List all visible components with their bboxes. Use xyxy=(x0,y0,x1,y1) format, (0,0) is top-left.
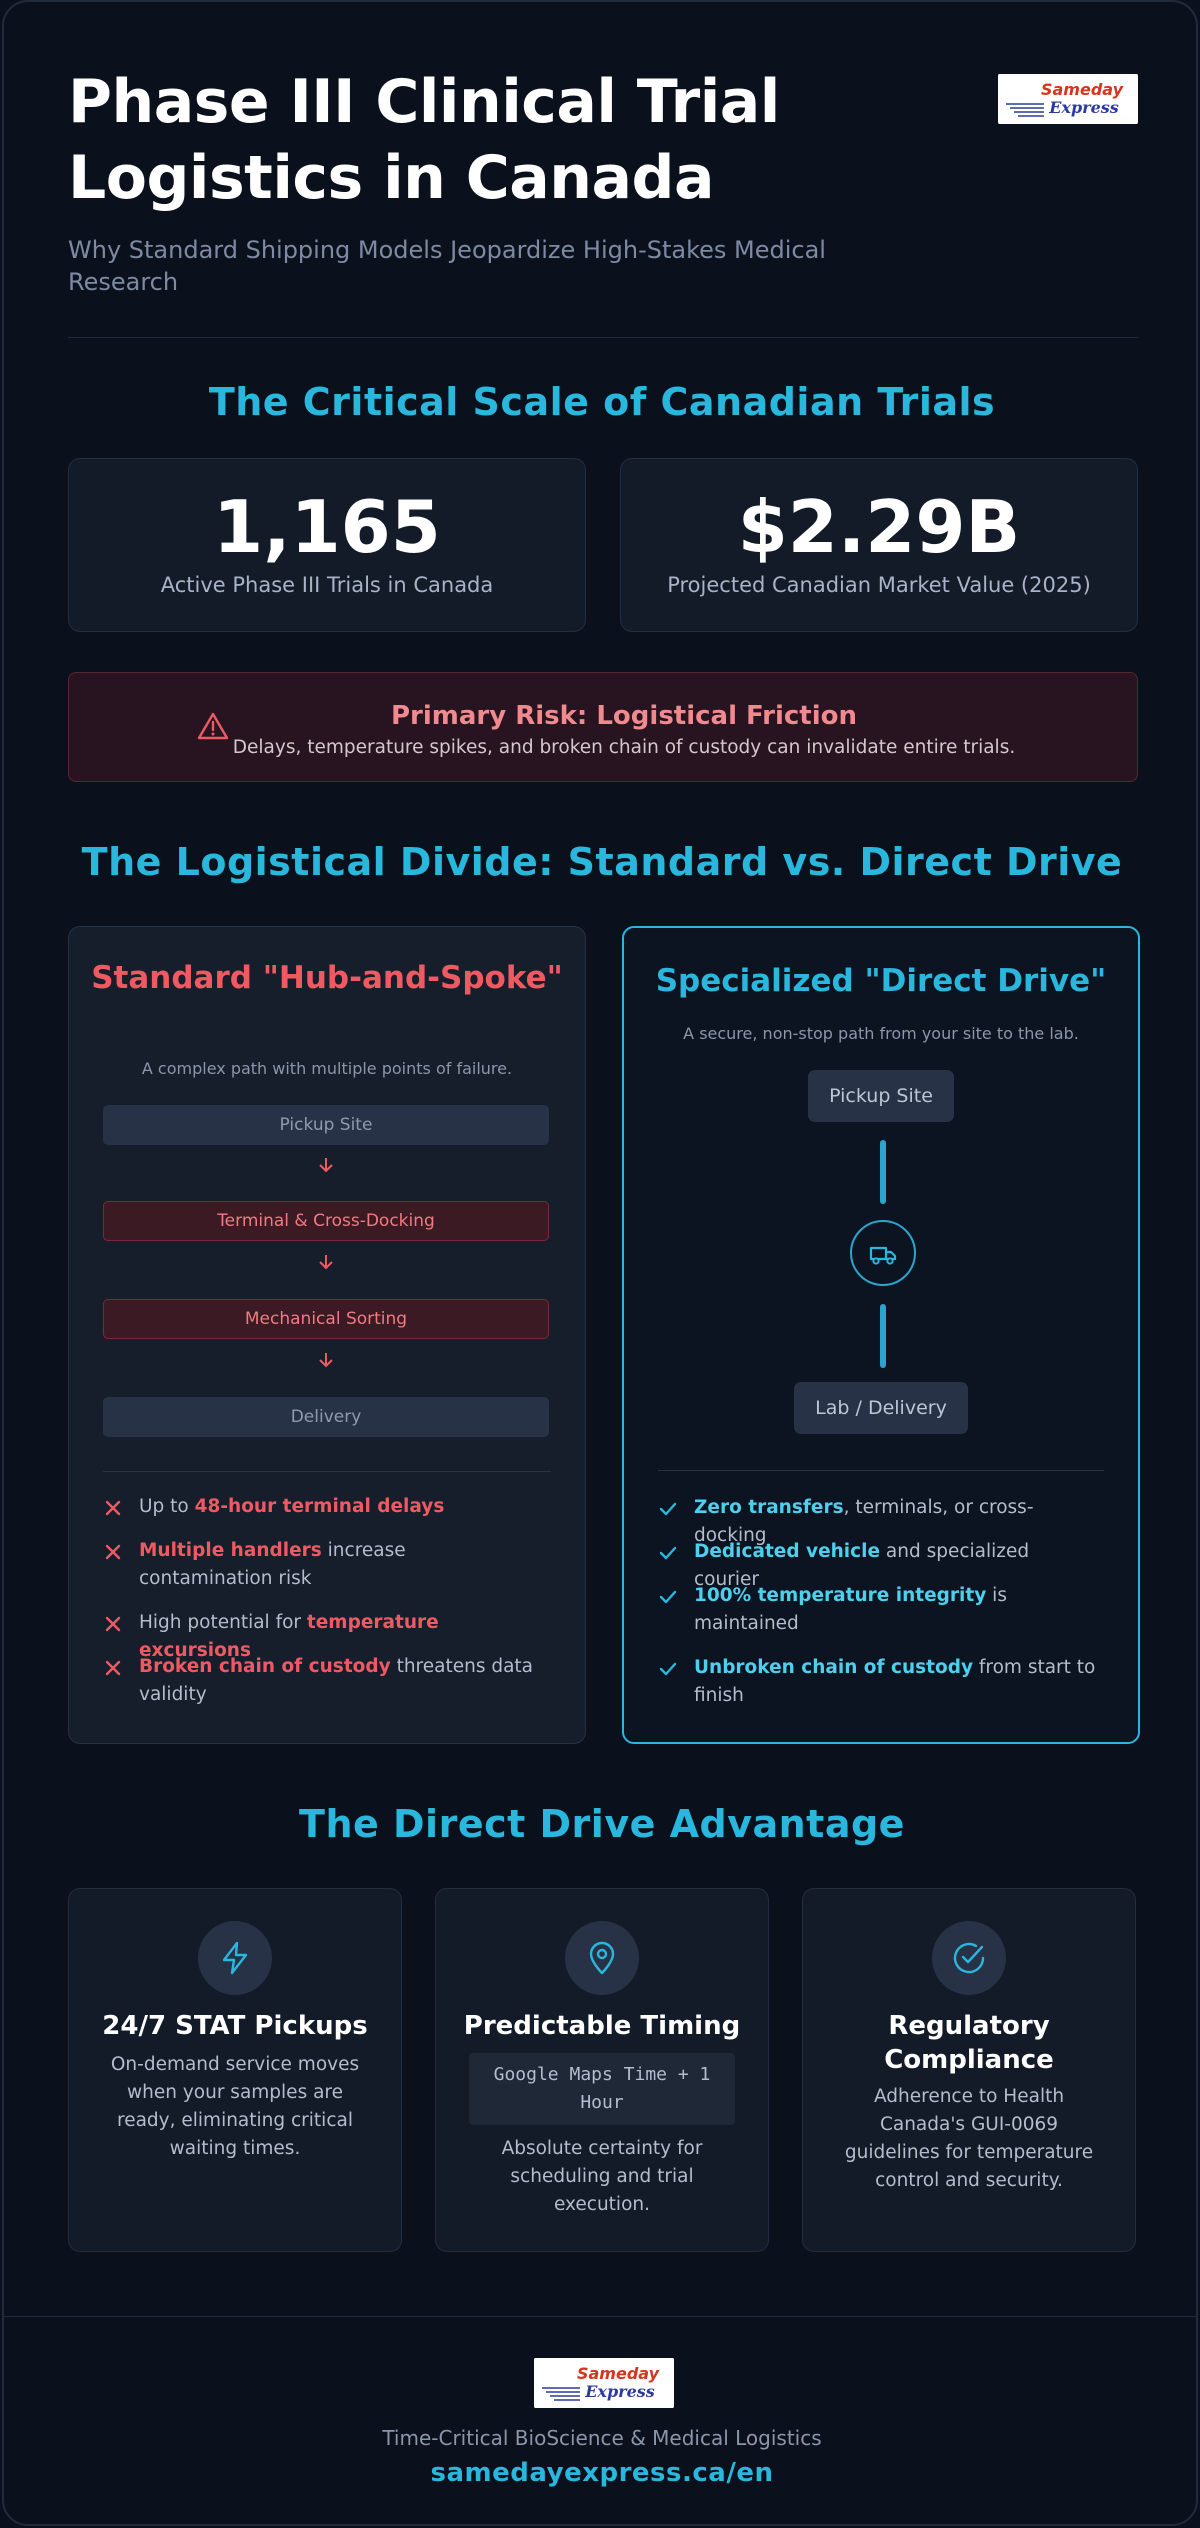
list-item: Multiple handlers increase contamination… xyxy=(103,1537,543,1593)
check-circle-icon xyxy=(953,1942,985,1974)
lightning-icon xyxy=(222,1941,248,1975)
direct-path-line xyxy=(880,1304,886,1368)
warning-icon xyxy=(197,712,229,740)
list-item: Unbroken chain of custody from start to … xyxy=(658,1654,1098,1710)
flow-step-delivery: Delivery xyxy=(103,1397,549,1437)
list-item: Zero transfers, terminals, or cross-dock… xyxy=(658,1494,1098,1550)
x-mark-icon xyxy=(105,1660,121,1676)
footer-tagline: Time-Critical BioScience & Medical Logis… xyxy=(382,2426,822,2450)
risk-title: Primary Risk: Logistical Friction xyxy=(390,701,858,731)
advantage-card-predictable-timing: Predictable Timing Google Maps Time + 1 … xyxy=(435,1888,769,2252)
risk-text: Delays, temperature spikes, and broken c… xyxy=(232,737,1016,758)
x-mark-icon xyxy=(105,1500,121,1516)
page-title: Phase III Clinical Trial Logistics in Ca… xyxy=(68,67,780,213)
direct-step-lab: Lab / Delivery xyxy=(794,1382,968,1434)
vehicle-node xyxy=(850,1220,916,1286)
advantage-card-stat-pickups: 24/7 STAT Pickups On-demand service move… xyxy=(68,1888,402,2252)
sameday-express-logo: Sameday Express xyxy=(534,2358,674,2408)
direct-card-title: Specialized "Direct Drive" xyxy=(655,963,1107,999)
stat-value: $2.29B xyxy=(737,485,1021,569)
icon-badge xyxy=(198,1921,272,1995)
card-divider xyxy=(658,1470,1104,1471)
footer-website-link[interactable]: samedayexpress.ca/en xyxy=(430,2458,774,2488)
standard-model-card: Standard "Hub-and-Spoke" A complex path … xyxy=(68,926,586,1744)
list-item: 100% temperature integrity is maintained xyxy=(658,1582,1098,1638)
standard-card-description: A complex path with multiple points of f… xyxy=(141,1059,513,1078)
advantage-card-regulatory-compliance: Regulatory Compliance Adherence to Healt… xyxy=(802,1888,1136,2252)
direct-drive-card: Specialized "Direct Drive" A secure, non… xyxy=(622,926,1140,1744)
list-item: Broken chain of custody threatens data v… xyxy=(103,1653,543,1709)
stat-label: Active Phase III Trials in Canada xyxy=(160,573,494,597)
list-item: Dedicated vehicle and specialized courie… xyxy=(658,1538,1098,1594)
list-item: High potential for temperature excursion… xyxy=(103,1609,543,1665)
map-pin-icon xyxy=(589,1941,615,1975)
list-item: Up to 48-hour terminal delays xyxy=(103,1493,543,1521)
timing-formula: Google Maps Time + 1 Hour xyxy=(469,2053,735,2125)
icon-badge xyxy=(565,1921,639,1995)
x-mark-icon xyxy=(105,1616,121,1632)
flow-step-sorting: Mechanical Sorting xyxy=(103,1299,549,1339)
stat-value: 1,165 xyxy=(213,485,441,569)
x-mark-icon xyxy=(105,1544,121,1560)
standard-card-title: Standard "Hub-and-Spoke" xyxy=(91,960,563,996)
risk-banner: Primary Risk: Logistical Friction Delays… xyxy=(68,672,1138,782)
flow-step-pickup: Pickup Site xyxy=(103,1105,549,1145)
divide-section-title: The Logistical Divide: Standard vs. Dire… xyxy=(81,840,1123,884)
advantage-title: 24/7 STAT Pickups xyxy=(102,2011,368,2041)
check-icon xyxy=(659,1546,677,1560)
direct-card-description: A secure, non-stop path from your site t… xyxy=(683,1024,1079,1043)
page-subtitle: Why Standard Shipping Models Jeopardize … xyxy=(68,236,826,296)
advantage-title: Regulatory Compliance xyxy=(884,2011,1054,2075)
svg-text:Sameday: Sameday xyxy=(577,2364,660,2383)
header-divider xyxy=(68,337,1138,338)
sameday-express-logo: Sameday Express xyxy=(998,74,1138,124)
stat-card-market: $2.29B Projected Canadian Market Value (… xyxy=(620,458,1138,632)
direct-step-pickup: Pickup Site xyxy=(808,1070,954,1122)
check-icon xyxy=(659,1502,677,1516)
arrow-down-icon xyxy=(319,1158,333,1173)
hero: Phase III Clinical Trial Logistics in Ca… xyxy=(68,64,1138,298)
stat-card-trials: 1,165 Active Phase III Trials in Canada xyxy=(68,458,586,632)
flow-step-terminal: Terminal & Cross-Docking xyxy=(103,1201,549,1241)
advantage-title: Predictable Timing xyxy=(463,2011,741,2041)
advantage-text: On-demand service moves when your sample… xyxy=(110,2054,360,2159)
card-divider xyxy=(103,1471,551,1472)
advantage-text: Absolute certainty for scheduling and tr… xyxy=(501,2138,703,2215)
advantage-section-title: The Direct Drive Advantage xyxy=(299,1802,905,1846)
icon-badge xyxy=(932,1921,1006,1995)
svg-text:Express: Express xyxy=(584,2382,655,2401)
direct-path-line xyxy=(880,1140,886,1204)
check-icon xyxy=(659,1590,677,1604)
stat-label: Projected Canadian Market Value (2025) xyxy=(667,573,1091,597)
svg-text:Express: Express xyxy=(1048,98,1119,117)
check-icon xyxy=(659,1662,677,1676)
truck-icon xyxy=(869,1246,897,1265)
arrow-down-icon xyxy=(319,1255,333,1270)
arrow-down-icon xyxy=(319,1353,333,1368)
advantage-text: Adherence to Health Canada's GUI-0069 gu… xyxy=(844,2086,1094,2191)
svg-text:Sameday: Sameday xyxy=(1041,80,1124,99)
scale-section-title: The Critical Scale of Canadian Trials xyxy=(208,380,996,424)
footer-divider xyxy=(4,2316,1196,2317)
